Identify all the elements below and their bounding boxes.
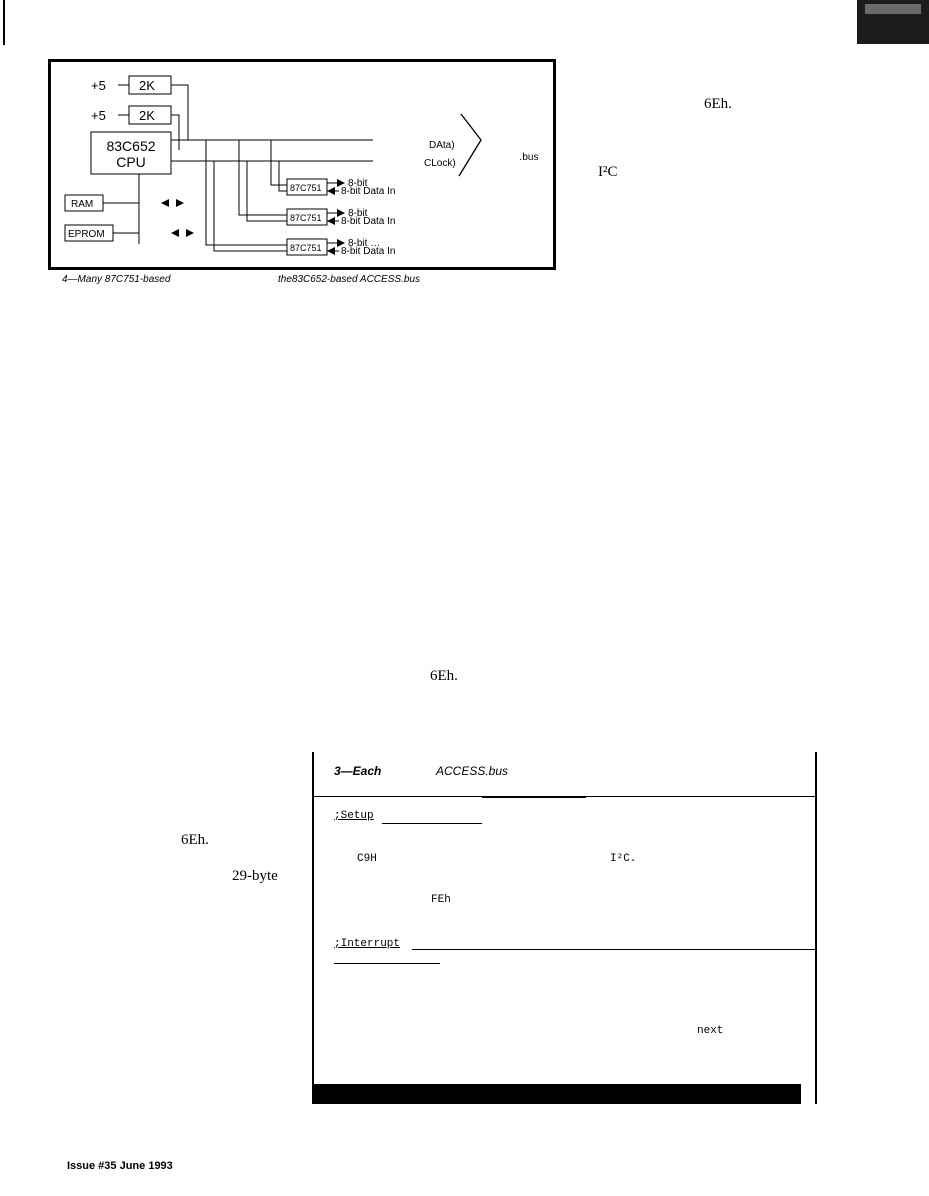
arrow-icon <box>161 199 169 207</box>
interrupt-underline <box>334 963 440 964</box>
hex-address-text: 6Eh. <box>704 96 732 112</box>
slave-chip-box <box>286 238 328 256</box>
margin-rule <box>3 0 5 45</box>
arrow-icon <box>327 217 335 225</box>
cpu-part-label: 83C652 <box>106 138 155 154</box>
slave-chip-box <box>286 208 328 226</box>
block-diagram-figure: +5 +5 2K 2K 83C652 CPU RAM EPROM 87C751 … <box>48 59 556 270</box>
i2c-text: I²C <box>598 164 618 180</box>
corner-tab-highlight <box>865 4 921 14</box>
code-token-next: next <box>697 1025 724 1037</box>
supply-label: +5 <box>91 78 106 93</box>
resistor-label: 2K <box>139 78 155 93</box>
arrow-icon <box>327 187 335 195</box>
bus-line-label: DAta) <box>429 140 455 151</box>
listing-number: 3—Each <box>334 764 382 778</box>
header-rule-accent <box>482 796 586 798</box>
slave-chip-label: 87C751 <box>290 183 322 193</box>
code-listing-box <box>312 752 817 1104</box>
slave-chip-box <box>286 178 328 196</box>
interrupt-rule <box>412 949 817 950</box>
setup-underline <box>382 823 482 824</box>
arrow-icon <box>171 229 179 237</box>
byte-count-text: 29-byte <box>232 868 278 884</box>
resistor-label: 2K <box>139 108 155 123</box>
data-in-label: 8-bit Data In <box>341 186 395 197</box>
interrupt-label: ;Interrupt <box>334 938 400 950</box>
setup-label: ;Setup <box>334 810 374 822</box>
interrupt-label-text: ;Interrupt <box>334 938 401 950</box>
listing-title: ACCESS.bus <box>436 764 509 778</box>
block-diagram-svg: +5 +5 2K 2K 83C652 CPU RAM EPROM 87C751 … <box>64 75 538 257</box>
data-in-label: 8-bit Data In <box>341 216 395 227</box>
slave-chip-label: 87C751 <box>290 213 322 223</box>
issue-footer: Issue #35 June 1993 <box>67 1160 173 1172</box>
listing-bottom-bar <box>313 1084 801 1104</box>
eprom-label: EPROM <box>68 229 105 240</box>
code-token-c9h: C9H <box>357 853 377 865</box>
arrow-icon <box>186 229 194 237</box>
cpu-box <box>90 131 172 175</box>
code-token-feh: FEh <box>431 894 451 906</box>
bus-line-label: CLock) <box>424 158 456 169</box>
setup-label-text: ;Setup <box>334 810 374 822</box>
arrow-icon <box>337 209 345 217</box>
code-token-i2c: I²C. <box>610 853 637 865</box>
arrow-icon <box>176 199 184 207</box>
data-out-label: 8-bit … <box>348 238 380 249</box>
slave-chip-label: 87C751 <box>290 243 322 253</box>
data-in-label: 8-bit Data In <box>341 246 395 257</box>
cpu-label: CPU <box>116 154 146 170</box>
arrow-icon <box>327 247 335 255</box>
arrow-icon <box>337 239 345 247</box>
data-out-label: 8-bit <box>348 208 368 219</box>
ram-label: RAM <box>71 199 93 210</box>
figure-caption-title: the83C652-based ACCESS.bus <box>278 274 420 285</box>
hex-address-text: 6Eh. <box>430 668 458 684</box>
listing-header-rule <box>314 796 817 797</box>
data-out-label: 8-bit <box>348 178 368 189</box>
arrow-icon <box>337 179 345 187</box>
bus-name-label: ․bus <box>519 152 538 163</box>
supply-label: +5 <box>91 108 106 123</box>
hex-address-text: 6Eh. <box>181 832 209 848</box>
figure-caption-number: 4—Many 87C751-based <box>62 274 171 285</box>
